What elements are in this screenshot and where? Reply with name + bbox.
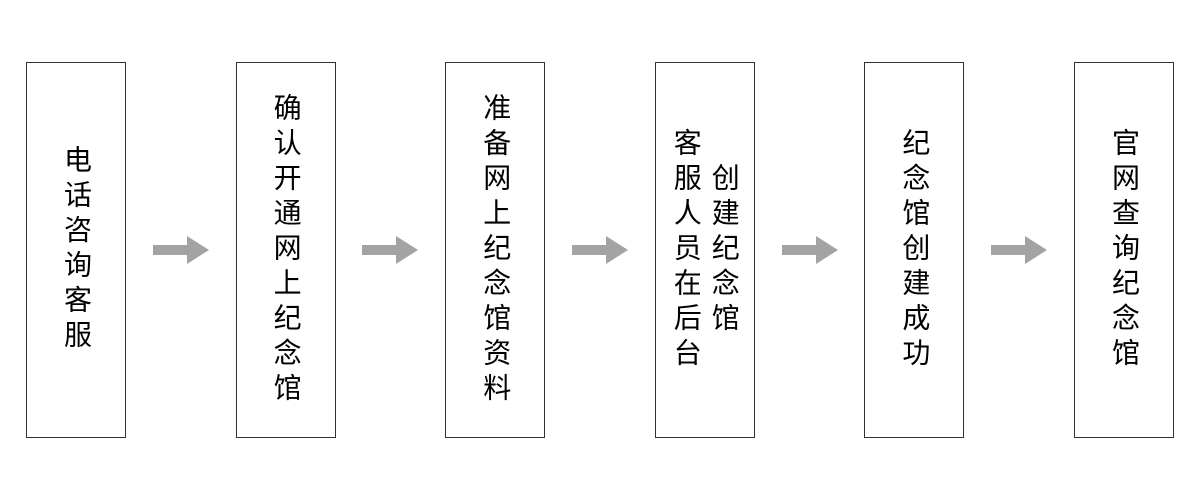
arrow-head: [396, 236, 419, 264]
arrow-head: [605, 236, 628, 264]
flow-step-4-column-1: 客服人员在后台: [670, 127, 702, 373]
arrow-right-icon: [152, 236, 209, 264]
flow-step-5-label: 纪念馆创建成功: [899, 127, 931, 373]
arrow-right-icon: [781, 236, 838, 264]
arrow-head: [815, 236, 838, 264]
arrow-shaft: [991, 245, 1026, 255]
flow-step-4-label: 客服人员在后台 创建纪念馆: [667, 63, 743, 437]
flow-step-2: 确认开通网上纪念馆: [235, 62, 336, 438]
flow-step-4-column-2: 创建纪念馆: [708, 162, 740, 338]
flow-step-3: 准备网上纪念馆资料: [445, 62, 546, 438]
arrow-shaft: [571, 245, 606, 255]
flow-step-3-label: 准备网上纪念馆资料: [480, 92, 512, 408]
arrow-head: [1025, 236, 1048, 264]
arrow-right-icon: [571, 236, 628, 264]
arrow-head: [186, 236, 209, 264]
arrow-right-icon: [362, 236, 419, 264]
arrow-shaft: [152, 245, 187, 255]
flow-step-1: 电话咨询客服: [26, 62, 126, 438]
flow-step-5: 纪念馆创建成功: [864, 62, 965, 438]
arrow-right-icon: [991, 236, 1048, 264]
flow-step-6: 官网查询纪念馆: [1073, 62, 1174, 438]
arrow-shaft: [781, 245, 816, 255]
flow-step-4: 客服人员在后台 创建纪念馆: [654, 62, 755, 438]
flow-step-1-label: 电话咨询客服: [61, 145, 92, 355]
flow-step-6-label: 官网查询纪念馆: [1108, 127, 1140, 373]
arrow-shaft: [362, 245, 397, 255]
flow-step-2-label: 确认开通网上纪念馆: [270, 92, 302, 408]
